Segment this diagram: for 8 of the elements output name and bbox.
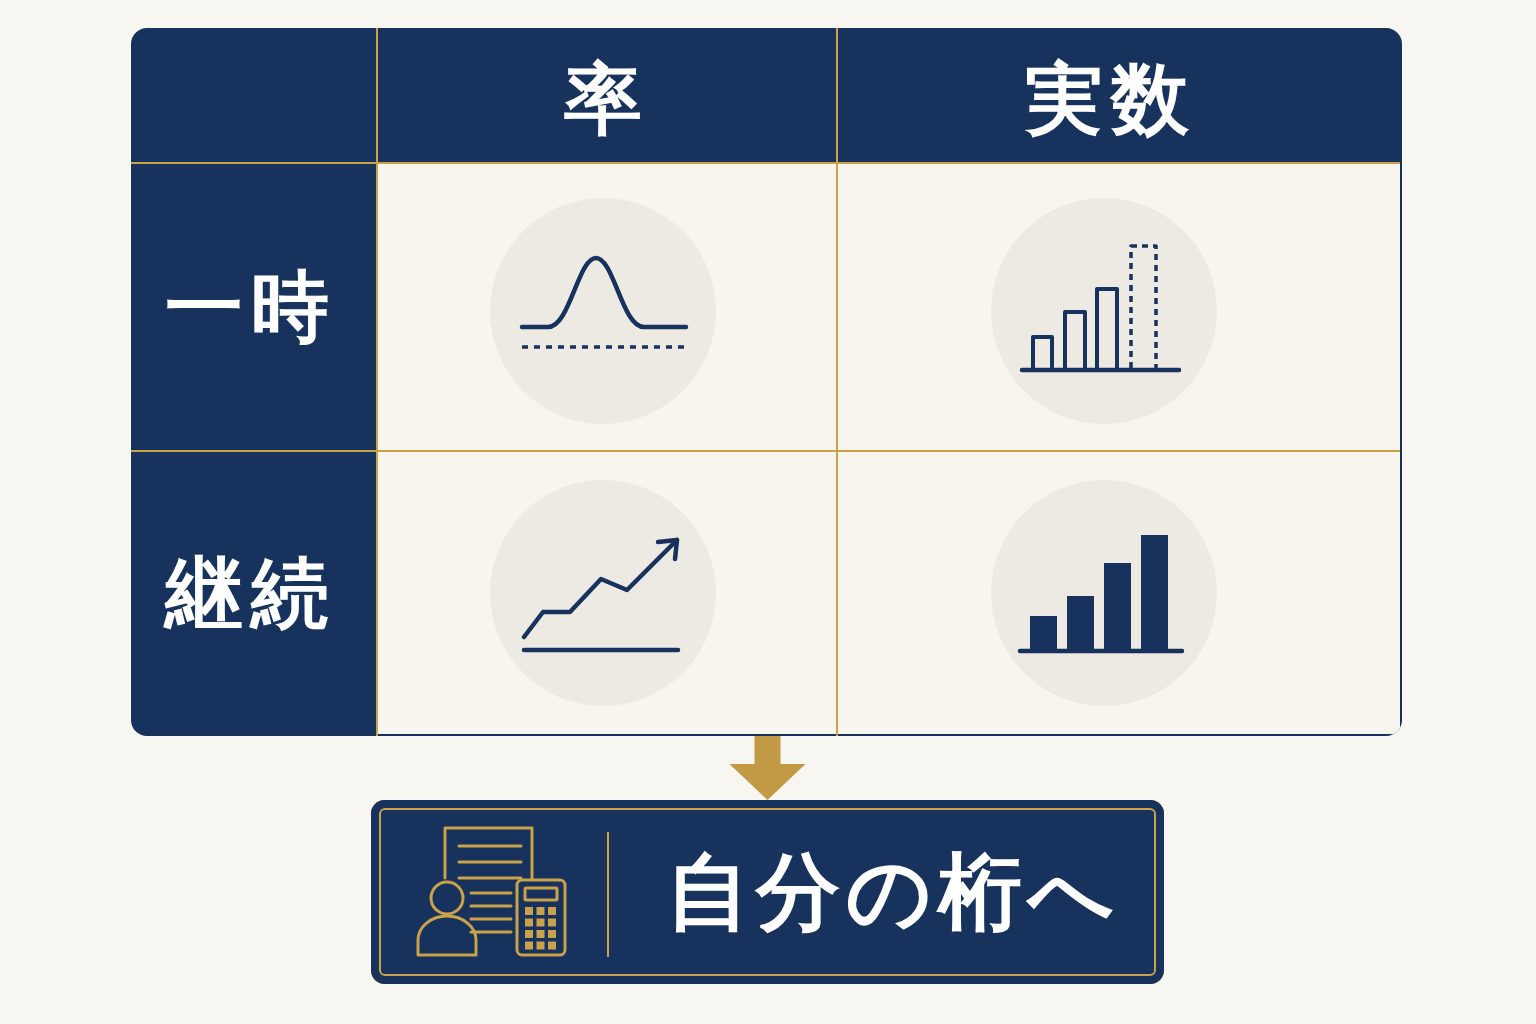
process-box (371, 800, 1164, 984)
column-header: 率 (564, 59, 650, 138)
node-label: 自分の桁へ (665, 847, 1120, 937)
row-header: 継続 (165, 553, 337, 632)
row-header: 一時 (165, 268, 337, 346)
matrix-table (131, 28, 1402, 736)
column-header: 実数 (1024, 59, 1197, 138)
arrow (729, 736, 806, 800)
